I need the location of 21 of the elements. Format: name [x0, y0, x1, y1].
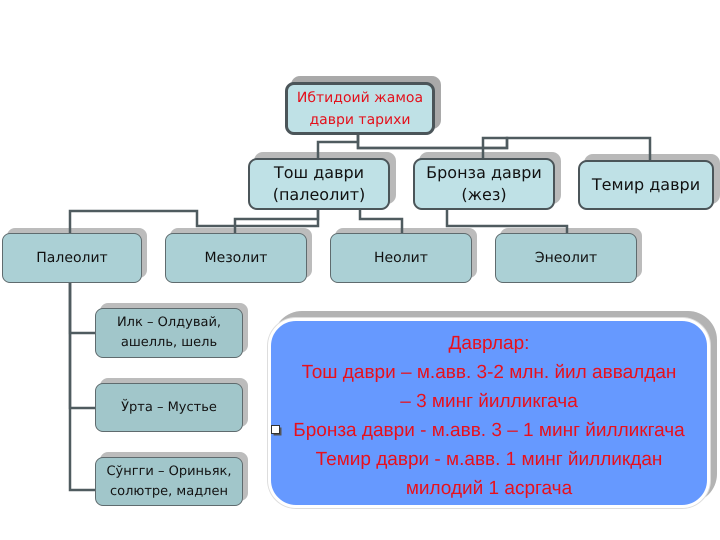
connector-line [68, 283, 95, 492]
connector-line [446, 210, 568, 233]
panel-heading: Даврлар: [448, 332, 530, 356]
connector-line [356, 135, 652, 160]
box-label: Сўнгги – Ориньяк, солютре, мадлен [105, 462, 233, 500]
box-label: Мезолит [204, 250, 268, 266]
box-label: Темир даври [592, 174, 700, 196]
box-label: Ўрта – Мустье [121, 398, 217, 416]
box-label: Ибтидоий жамоа даври тарихи [296, 88, 424, 130]
box-label: Бронза даври (жез) [425, 162, 543, 206]
box-label: Неолит [374, 250, 428, 266]
connector-line [68, 210, 320, 233]
connector-line [234, 210, 320, 233]
box-label: Энеолит [534, 250, 598, 266]
panel-text: Темир даври - м.авв. 1 минг йилликдан милодий 1 асргача [314, 448, 664, 501]
box-label: Палеолит [36, 250, 108, 266]
panel-text: Бронза даври - м.авв. 3 – 1 минг йилликгача [293, 419, 685, 443]
connector-line [358, 210, 404, 233]
panel-text: Тош даври – м.авв. 3-2 млн. йил аввалдан – 3 минг йилликгача [300, 361, 678, 414]
box-label: Илк – Олдувай, ашелль, шель [116, 314, 222, 352]
box-label: Тош даври (палеолит) [272, 162, 366, 206]
